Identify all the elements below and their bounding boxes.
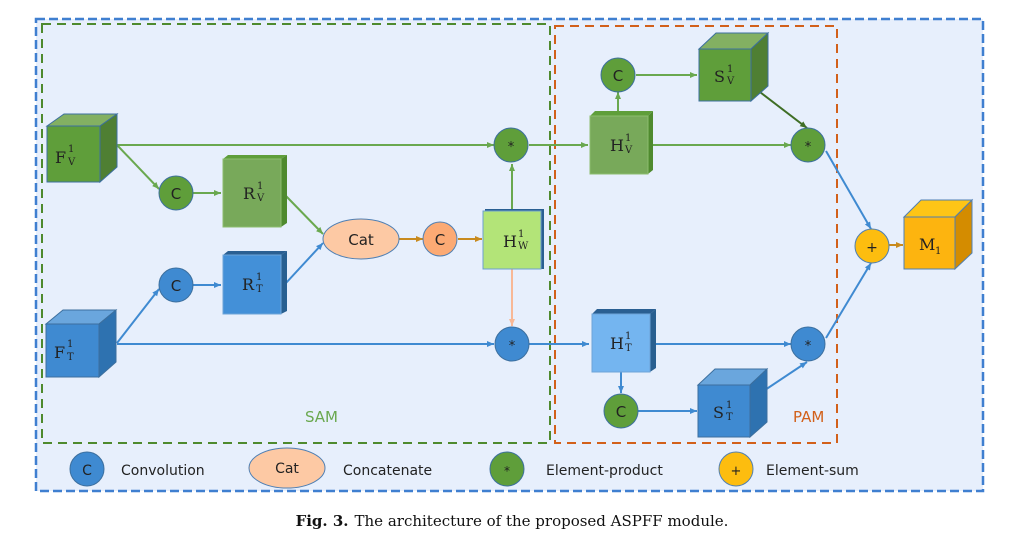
svg-text:Concatenate: Concatenate xyxy=(343,463,432,479)
sam-label: SAM xyxy=(305,408,338,426)
svg-text:C: C xyxy=(435,231,445,249)
svg-text:1: 1 xyxy=(935,246,941,257)
svg-text:1: 1 xyxy=(518,229,524,240)
conv-node-pam-v: C xyxy=(600,57,636,93)
svg-text:S: S xyxy=(714,67,725,86)
svg-text:C: C xyxy=(616,403,626,421)
svg-text:R: R xyxy=(242,275,255,294)
svg-text:T: T xyxy=(625,343,632,354)
legend-item-element-product: * Element-product xyxy=(489,451,663,487)
legend-item-concatenate: Cat Concatenate xyxy=(248,447,432,489)
svg-text:+: + xyxy=(731,464,742,479)
svg-text:*: * xyxy=(508,140,515,155)
legend-item-convolution: C Convolution xyxy=(69,451,205,487)
edge-sv-to-product xyxy=(751,85,808,129)
cube-st: S 1 T xyxy=(696,367,769,439)
svg-text:V: V xyxy=(624,145,633,156)
edge-rv-to-cat xyxy=(285,195,324,235)
svg-text:1: 1 xyxy=(68,144,74,155)
block-rt: R 1 T xyxy=(222,251,287,315)
svg-text:V: V xyxy=(256,193,265,204)
svg-text:S: S xyxy=(713,403,724,422)
product-node-pam-t: * xyxy=(790,326,826,362)
svg-text:Element-sum: Element-sum xyxy=(766,463,859,479)
cube-ft: F 1 T xyxy=(44,308,118,379)
product-node-sam-v: * xyxy=(493,127,529,163)
svg-text:F: F xyxy=(54,343,65,362)
svg-text:1: 1 xyxy=(625,133,631,144)
cube-sv: S 1 V xyxy=(697,31,770,103)
cat-node: Cat xyxy=(322,218,400,260)
conv-node-w: C xyxy=(422,221,458,257)
svg-text:T: T xyxy=(67,352,74,363)
legend-item-element-sum: + Element-sum xyxy=(718,451,859,487)
svg-text:C: C xyxy=(82,463,92,479)
svg-text:1: 1 xyxy=(726,400,732,411)
svg-text:V: V xyxy=(67,157,76,168)
svg-text:C: C xyxy=(613,67,623,85)
svg-text:M: M xyxy=(919,235,935,254)
legend: C Convolution Cat Concatenate * Element-… xyxy=(69,447,859,489)
svg-text:C: C xyxy=(171,185,181,203)
edge-ft-to-conv xyxy=(116,288,160,344)
pam-region xyxy=(554,25,838,444)
svg-text:*: * xyxy=(504,464,510,478)
svg-text:H: H xyxy=(610,136,624,155)
edge-product-v-to-sum xyxy=(825,150,872,230)
svg-text:C: C xyxy=(171,277,181,295)
svg-text:1: 1 xyxy=(257,181,263,192)
block-ht: H 1 T xyxy=(591,309,656,373)
svg-text:T: T xyxy=(726,412,733,423)
svg-text:F: F xyxy=(55,148,66,167)
svg-text:*: * xyxy=(805,140,812,155)
svg-text:*: * xyxy=(805,339,812,354)
caption-prefix: Fig. 3. xyxy=(295,512,349,530)
block-rv: R 1 V xyxy=(222,155,287,228)
caption-text: The architecture of the proposed ASPFF m… xyxy=(354,512,729,530)
conv-node-pam-t: C xyxy=(603,393,639,429)
block-hw: H 1 W xyxy=(482,209,544,270)
block-hv: H 1 V xyxy=(589,111,653,175)
edge-fv-to-conv xyxy=(116,144,160,190)
svg-text:Convolution: Convolution xyxy=(121,463,205,479)
svg-text:V: V xyxy=(726,76,735,87)
pam-label: PAM xyxy=(793,408,824,426)
svg-text:Element-product: Element-product xyxy=(546,463,663,479)
edge-rt-to-cat xyxy=(285,242,324,284)
figure-caption: Fig. 3. The architecture of the proposed … xyxy=(0,512,1024,530)
conv-node-t: C xyxy=(158,267,194,303)
conv-node-v: C xyxy=(158,175,194,211)
svg-text:+: + xyxy=(866,240,878,256)
svg-text:Cat: Cat xyxy=(348,231,374,249)
sum-node: + xyxy=(854,228,890,264)
svg-text:1: 1 xyxy=(67,339,73,350)
product-node-sam-t: * xyxy=(494,326,530,362)
cube-m1: M 1 xyxy=(902,198,974,271)
svg-text:T: T xyxy=(256,284,263,295)
svg-text:1: 1 xyxy=(727,64,733,75)
svg-text:1: 1 xyxy=(625,331,631,342)
cube-fv: F 1 V xyxy=(45,113,119,184)
svg-text:W: W xyxy=(518,241,529,252)
svg-text:H: H xyxy=(610,334,624,353)
svg-text:Cat: Cat xyxy=(275,461,299,477)
product-node-pam-v: * xyxy=(790,127,826,163)
svg-text:*: * xyxy=(509,339,516,354)
svg-text:H: H xyxy=(503,232,517,251)
edge-product-t-to-sum xyxy=(825,262,872,339)
svg-text:1: 1 xyxy=(256,272,262,283)
svg-text:R: R xyxy=(243,184,256,203)
